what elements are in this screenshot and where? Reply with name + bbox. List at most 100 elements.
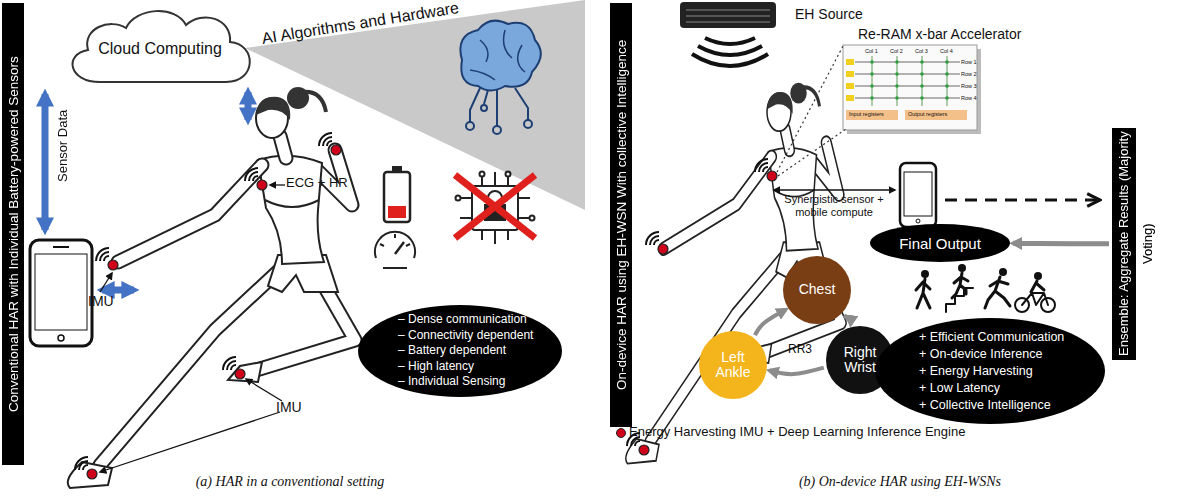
activity-icon: [985, 277, 1010, 308]
dashed-arrow: [945, 199, 1100, 202]
data-arrow: [42, 94, 49, 230]
phone-icon: [30, 240, 92, 346]
crossbar-card: [945, 96, 949, 100]
data-arrow: [245, 92, 252, 120]
leader-arrow: [100, 412, 280, 472]
panel-caption: (b) On-device HAR using EH-WSNs: [760, 474, 1040, 490]
crossbar-card: [920, 84, 924, 88]
node-text: + Efficient Communication: [919, 329, 1064, 346]
crossbar-card: [855, 62, 960, 98]
side-band: On-device HAR using EH-WSN With collecti…: [610, 3, 632, 427]
battery-icon: [384, 166, 410, 222]
node-text: Chest: [799, 282, 836, 297]
node-text: – Battery dependent: [398, 343, 506, 359]
sensor-node: [87, 469, 97, 479]
crossbar-card: [870, 96, 874, 100]
sensor-node: [319, 133, 332, 146]
data-arrow: [102, 287, 134, 294]
flow-arrow: [1013, 241, 1109, 246]
eh-source-device: [692, 38, 768, 66]
secure-chip-icon: [456, 196, 461, 201]
node-text: + On-device Inference: [919, 346, 1042, 363]
cycle-label: RR3: [788, 343, 812, 357]
node-text: + Energy Harvesting: [919, 363, 1033, 380]
brain-icon: [466, 122, 474, 130]
node-text: – Individual Sensing: [398, 374, 505, 390]
phone-icon: [53, 246, 69, 248]
sensor-label: IMU: [276, 399, 302, 415]
node-text: Conventional HAR with Individual Battery…: [6, 56, 21, 412]
flow-arrow: [755, 310, 786, 336]
sensor-node: [755, 159, 768, 172]
brain-icon: [493, 126, 501, 134]
sensor-node: [75, 457, 88, 470]
speed-icon: [375, 232, 415, 258]
crossbar-card: [920, 72, 924, 76]
activity-icon: [999, 268, 1007, 276]
phone-icon: [904, 172, 932, 216]
link-label: Synergistic sensor + mobile compute: [768, 193, 900, 218]
runner-figure: [68, 87, 355, 488]
node-text: Right Wrist: [830, 345, 890, 376]
secure-chip-icon: [455, 175, 535, 238]
speed-icon: [395, 242, 404, 254]
crossbar-card: [870, 72, 874, 76]
side-band: Conventional HAR with Individual Battery…: [2, 3, 24, 465]
activity-icon: [916, 279, 930, 308]
eh-source-device: [680, 2, 776, 28]
activity-icon: [921, 270, 929, 278]
crossbar-card: [870, 60, 949, 100]
speed-icon: [375, 232, 415, 268]
speed-icon: [380, 234, 410, 246]
sensor-node: [627, 159, 777, 455]
brain-icon: [470, 88, 528, 126]
activity-icon: [952, 273, 968, 298]
phone-icon: [35, 254, 87, 330]
brain-icon: [460, 21, 540, 91]
sensor-node: [658, 244, 668, 254]
panel-caption: (a) HAR in a conventional setting: [150, 474, 430, 490]
node-text: – Dense communication: [398, 312, 527, 328]
brain-icon: [481, 105, 487, 111]
battery-icon: [384, 172, 410, 222]
crossbar-card: [870, 60, 874, 64]
crossbar-card: [920, 60, 924, 64]
crossbar-card: [846, 95, 854, 101]
node-text: Cloud Computing: [98, 40, 222, 58]
grid-label: Row 3: [961, 83, 977, 89]
node-text: Left Ankle: [703, 350, 763, 381]
activity-icon: [1022, 293, 1048, 305]
eh-source-device: [686, 10, 770, 22]
node-text: Final Output: [899, 235, 981, 252]
crossbar-card: [846, 71, 854, 77]
grid-label: Row 2: [961, 71, 977, 77]
phone-icon: [900, 163, 936, 227]
battery-icon: [388, 206, 406, 218]
sensor-dot: [617, 429, 626, 438]
summary-ellipse: + Efficient Communication+ On-device Inf…: [875, 318, 1105, 424]
crossbar-card: [945, 72, 949, 76]
grid-label: Row 1: [961, 59, 977, 65]
sensor-node: [245, 168, 258, 181]
grid-label: Row 4: [961, 95, 977, 101]
sensor-node: [235, 369, 245, 379]
link-arrow: [774, 189, 895, 191]
activity-icon: [958, 264, 966, 272]
sensor-node: [767, 171, 777, 181]
crossbar-card: [895, 72, 899, 76]
leader-arrow: [246, 379, 282, 401]
secure-chip-icon: [480, 172, 485, 177]
leader-arrow: [100, 185, 285, 472]
node-text: On-device HAR using EH-WSN With collecti…: [614, 40, 629, 390]
activity-icon: [1034, 272, 1042, 280]
data-arrow: [45, 92, 248, 290]
crossbar-card: [945, 84, 949, 88]
node-text: + Low Latency: [919, 380, 1000, 397]
phone-icon: [916, 219, 920, 223]
legend-note: Energy Harvesting IMU + Deep Learning In…: [629, 425, 965, 440]
node-text: – Connectivity dependent: [398, 328, 533, 344]
ensemble-band: Ensemble: Aggregate Results (Majority Vo…: [1112, 128, 1162, 360]
flow-arrow: [770, 368, 824, 374]
grid-label: Col 1: [865, 48, 878, 54]
arrow-label: Sensor Data: [56, 100, 74, 192]
